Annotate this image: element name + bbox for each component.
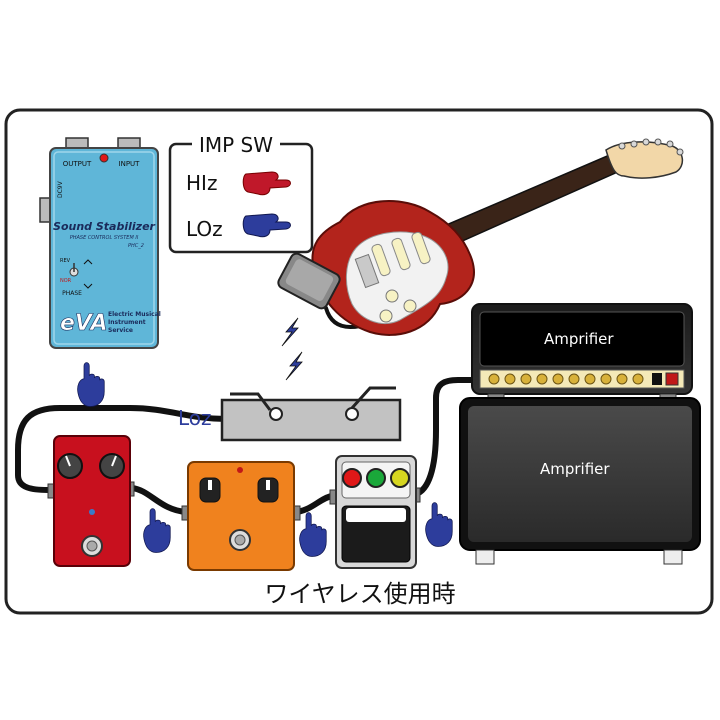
cable-receiver-to-red-pedal <box>15 405 235 493</box>
gray-pedal-knob-red[interactable] <box>342 468 362 488</box>
amp-head: Amprifier <box>471 303 693 403</box>
receiver-antenna-right <box>350 386 396 410</box>
stabilizer-subtitle: PHASE CONTROL SYSTEM II <box>70 235 139 241</box>
gray-pedal-knob-yellow[interactable] <box>390 468 410 488</box>
receiver-loz-label: Loz <box>178 406 212 430</box>
orange-pedal-led <box>237 467 243 473</box>
hiz-label: HIz <box>186 171 217 195</box>
stabilizer-nor-label: NOR <box>60 278 72 284</box>
stabilizer-maker-line1: Electric Musical <box>108 311 161 318</box>
red-pedal <box>47 435 135 567</box>
imp-sw-title: IMP SW <box>199 133 273 157</box>
stabilizer-model: PHC_2 <box>128 243 144 249</box>
wireless-signal-icon <box>281 317 303 381</box>
receiver-antenna-left <box>230 392 272 411</box>
orange-pedal <box>181 461 301 571</box>
wireless-transmitter <box>277 252 341 310</box>
wireless-receiver: Loz <box>178 386 402 442</box>
red-pointer-icon <box>242 171 291 196</box>
cable-red-to-orange <box>129 485 189 515</box>
amp-head-label: Amprifier <box>544 330 614 348</box>
guitar-bridge <box>354 253 380 289</box>
amp-cabinet-label: Amprifier <box>540 460 610 478</box>
stabilizer-dc-label: DC9V <box>57 180 64 198</box>
gray-pedal-knob-green[interactable] <box>366 468 386 488</box>
stabilizer-name: Sound Stabilizer <box>53 220 155 233</box>
electric-guitar <box>311 138 684 336</box>
imp-sw-legend: IMP SW HIz LOz <box>168 130 314 254</box>
pickups <box>371 231 431 277</box>
phase-wave-icon <box>83 259 93 289</box>
gray-pedal <box>329 455 421 569</box>
sound-stabilizer-pedal: OUTPUT INPUT DC9V Sound Stabilizer PHASE… <box>39 137 161 349</box>
stabilizer-led <box>99 153 109 163</box>
loz-label: LOz <box>186 217 223 241</box>
stabilizer-input-label: INPUT <box>119 160 141 168</box>
control-knobs <box>379 289 417 323</box>
amp-head-power-lamp <box>665 372 679 386</box>
amp-head-knobs[interactable] <box>488 373 644 385</box>
stabilizer-maker-line2: Instrument <box>108 319 146 326</box>
cable-gray-to-amp <box>413 377 498 497</box>
diagram-caption: ワイヤレス使用時 <box>264 580 455 608</box>
stabilizer-output-label: OUTPUT <box>63 160 92 168</box>
stabilizer-body <box>49 147 159 349</box>
stabilizer-rev-label: REV <box>60 258 71 264</box>
red-pedal-led <box>89 509 95 515</box>
stabilizer-phase-label: PHASE <box>62 290 82 297</box>
tuning-pegs <box>618 138 684 156</box>
stabilizer-brand-logo: eVA <box>60 311 107 336</box>
amp-head-power-switch[interactable] <box>652 373 662 385</box>
stabilizer-maker-line3: Service <box>108 327 133 334</box>
blue-pointer-icon <box>242 213 291 238</box>
amp-cabinet: Amprifier <box>459 397 701 565</box>
